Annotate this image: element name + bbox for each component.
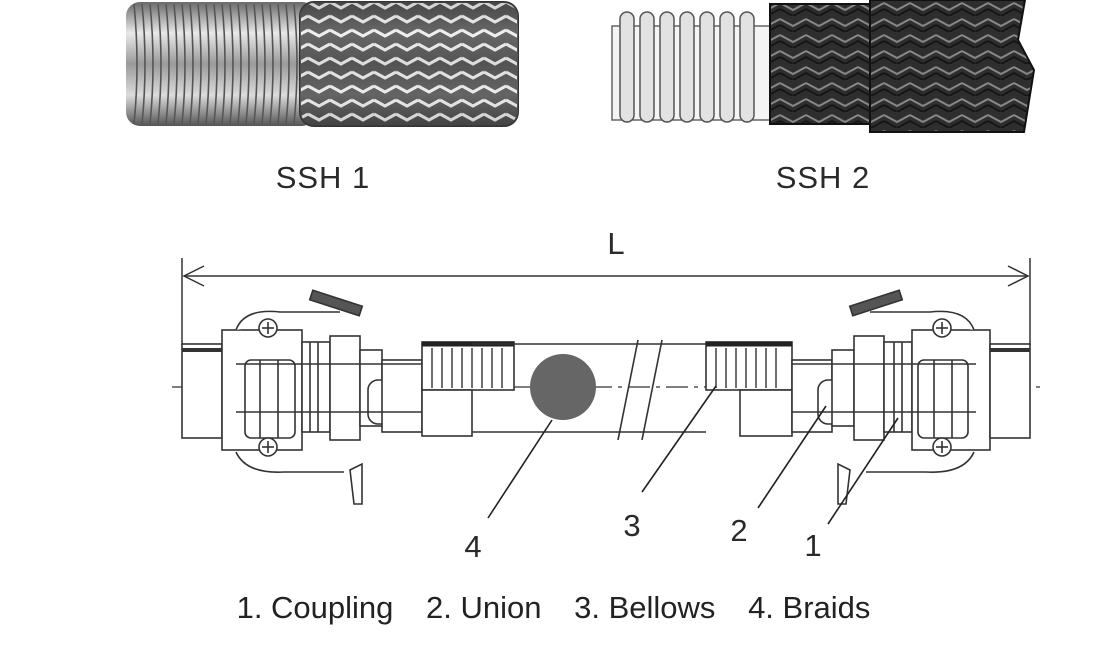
right-coupling	[791, 289, 1031, 505]
ssh1-corrugations	[133, 3, 298, 125]
leader-3	[641, 385, 717, 493]
ssh2-bellows	[619, 11, 755, 123]
right-bellows	[705, 341, 793, 437]
callout-leaders	[487, 385, 899, 525]
ssh2-hose-image	[611, 0, 1036, 133]
parts-legend: 1. Coupling 2. Union 3. Bellows 4. Braid…	[0, 590, 1107, 626]
callout-1: 1	[804, 528, 821, 563]
hose-assembly-drawing	[172, 289, 1040, 505]
dimension-line	[181, 258, 1031, 345]
legend-coupling: 1. Coupling	[236, 590, 394, 625]
callout-2: 2	[730, 513, 747, 548]
hose-tube	[472, 339, 706, 441]
callout-4: 4	[464, 529, 481, 564]
leader-2	[757, 405, 827, 509]
legend-bellows: 3. Bellows	[574, 590, 716, 625]
legend-braids: 4. Braids	[748, 590, 871, 625]
left-bellows	[421, 341, 515, 437]
left-coupling	[181, 289, 423, 505]
callout-3: 3	[623, 508, 640, 543]
braid-marker	[530, 354, 596, 420]
dimension-label: L	[607, 226, 624, 261]
leader-4	[487, 419, 553, 519]
legend-union: 2. Union	[426, 590, 542, 625]
leader-1	[827, 417, 899, 525]
ssh2-label: SSH 2	[776, 160, 871, 195]
ssh1-hose-image	[126, 1, 519, 127]
ssh1-label: SSH 1	[276, 160, 371, 195]
